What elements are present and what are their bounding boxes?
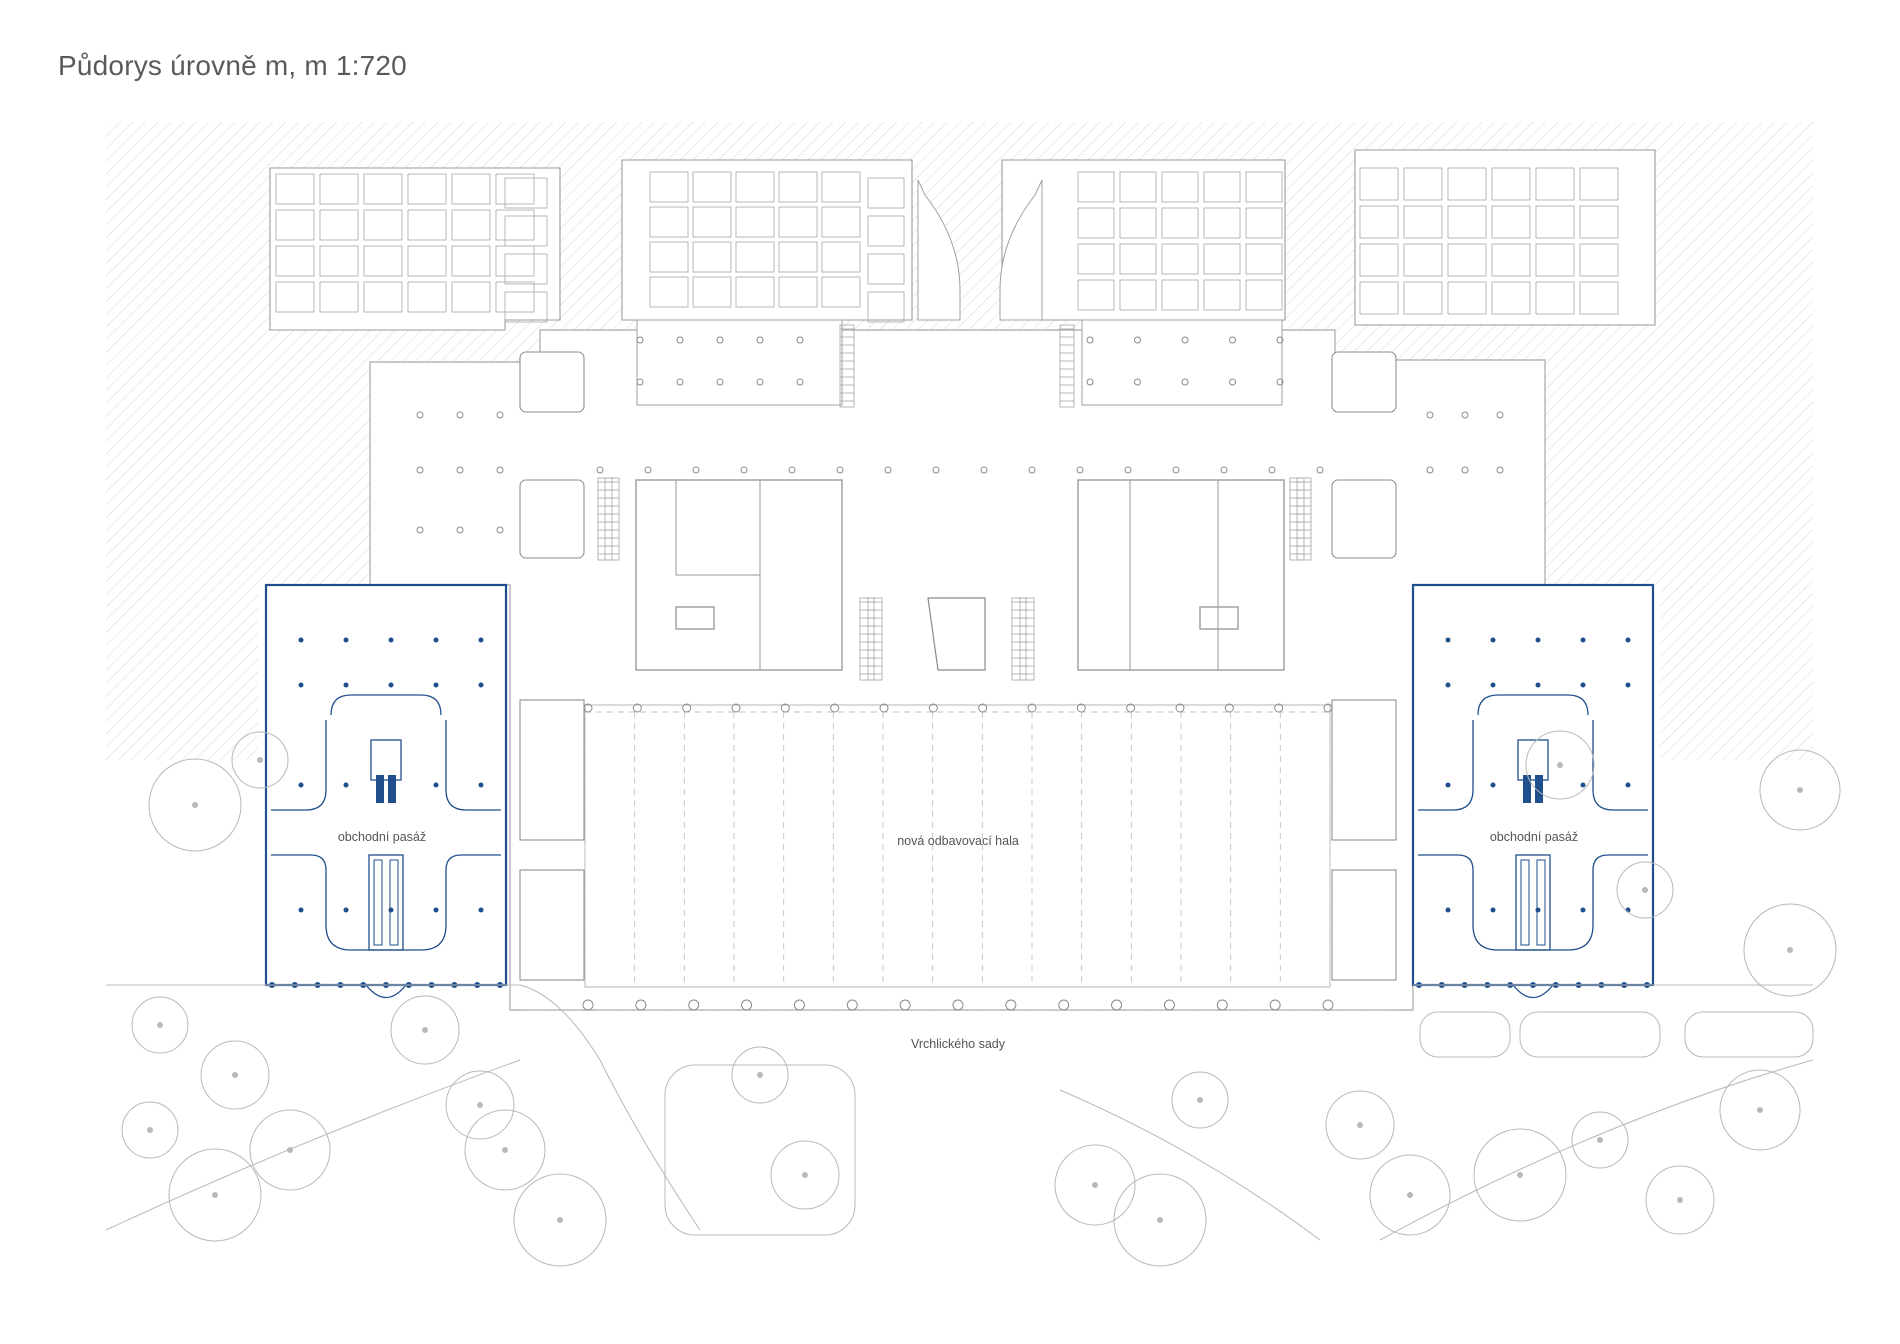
upper-building-rooms — [275, 167, 1619, 323]
label-hall: nová odbavovací hala — [897, 834, 1019, 848]
block-center-left — [621, 159, 913, 321]
hatch-right — [1660, 585, 1813, 760]
lift-right — [1199, 606, 1239, 630]
label-street: Vrchlického sady — [911, 1037, 1006, 1051]
arcades — [636, 179, 1283, 406]
block-right — [1354, 149, 1656, 326]
lift-left — [675, 606, 715, 630]
escalators — [597, 324, 1312, 681]
kiosk-center — [927, 597, 986, 671]
side-cores — [519, 351, 1397, 981]
hall — [525, 704, 1395, 1011]
columns — [416, 336, 1504, 1011]
label-passage-right: obchodní pasáž — [1490, 830, 1578, 844]
hatch-left — [106, 585, 258, 760]
passage-left — [264, 583, 508, 999]
shop-partitions — [675, 480, 1219, 670]
block-center-right — [1001, 159, 1286, 321]
label-passage-left: obchodní pasáž — [338, 830, 426, 844]
shop-right — [1077, 479, 1285, 671]
passage-right — [1411, 583, 1655, 999]
central-shops — [635, 479, 1285, 671]
plan-title: Půdorys úrovně m, m 1:720 — [58, 50, 407, 81]
block-left — [269, 167, 561, 331]
park — [105, 730, 1841, 1267]
